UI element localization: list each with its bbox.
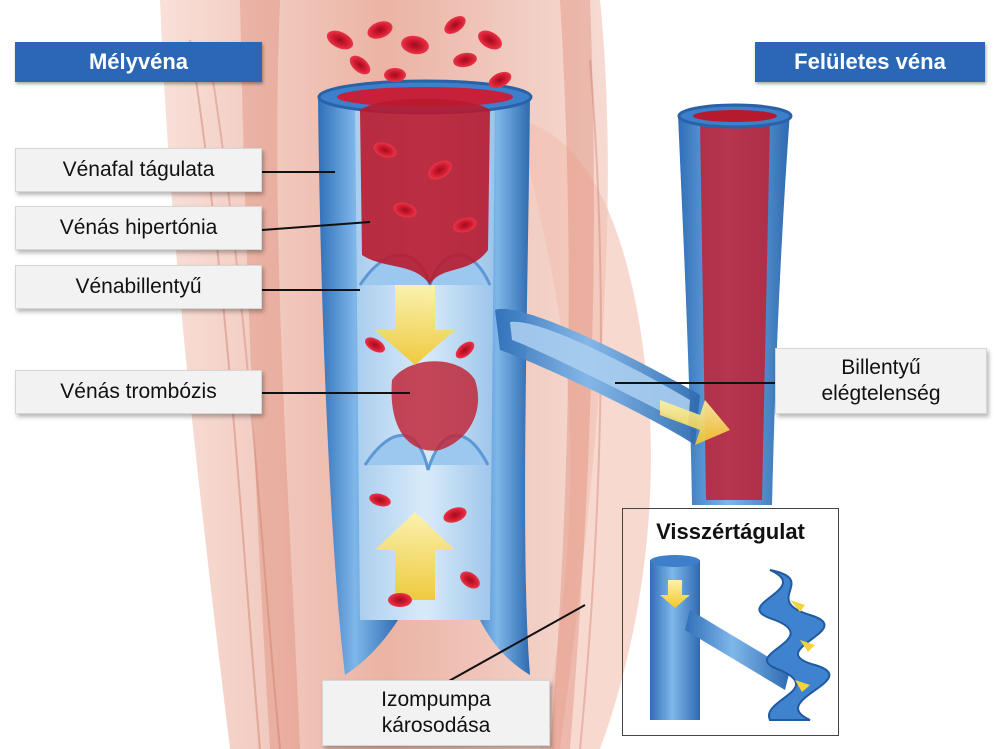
deep-vein bbox=[318, 81, 531, 675]
label-muscle-pump-line2: károsodása bbox=[382, 713, 491, 739]
label-muscle-pump-line1: Izompumpa bbox=[381, 687, 491, 713]
varicose-inset: Visszértágulat bbox=[622, 508, 839, 736]
label-venous-valve: Vénabillentyű bbox=[15, 265, 262, 309]
label-muscle-pump-damage: Izompumpa károsodása bbox=[322, 680, 550, 746]
label-vein-wall-dilation: Vénafal tágulata bbox=[15, 148, 262, 192]
superficial-vein-header: Felületes véna bbox=[755, 42, 985, 82]
deep-vein-header: Mélyvéna bbox=[15, 42, 262, 82]
label-valve-insufficiency: Billentyű elégtelenség bbox=[775, 348, 987, 414]
label-venous-hypertension: Vénás hipertónia bbox=[15, 206, 262, 250]
label-valve-insufficiency-line2: elégtelenség bbox=[821, 381, 940, 407]
label-venous-thrombosis: Vénás trombózis bbox=[15, 370, 262, 414]
varicose-inset-title: Visszértágulat bbox=[623, 519, 838, 545]
label-valve-insufficiency-line1: Billentyű bbox=[841, 355, 920, 381]
